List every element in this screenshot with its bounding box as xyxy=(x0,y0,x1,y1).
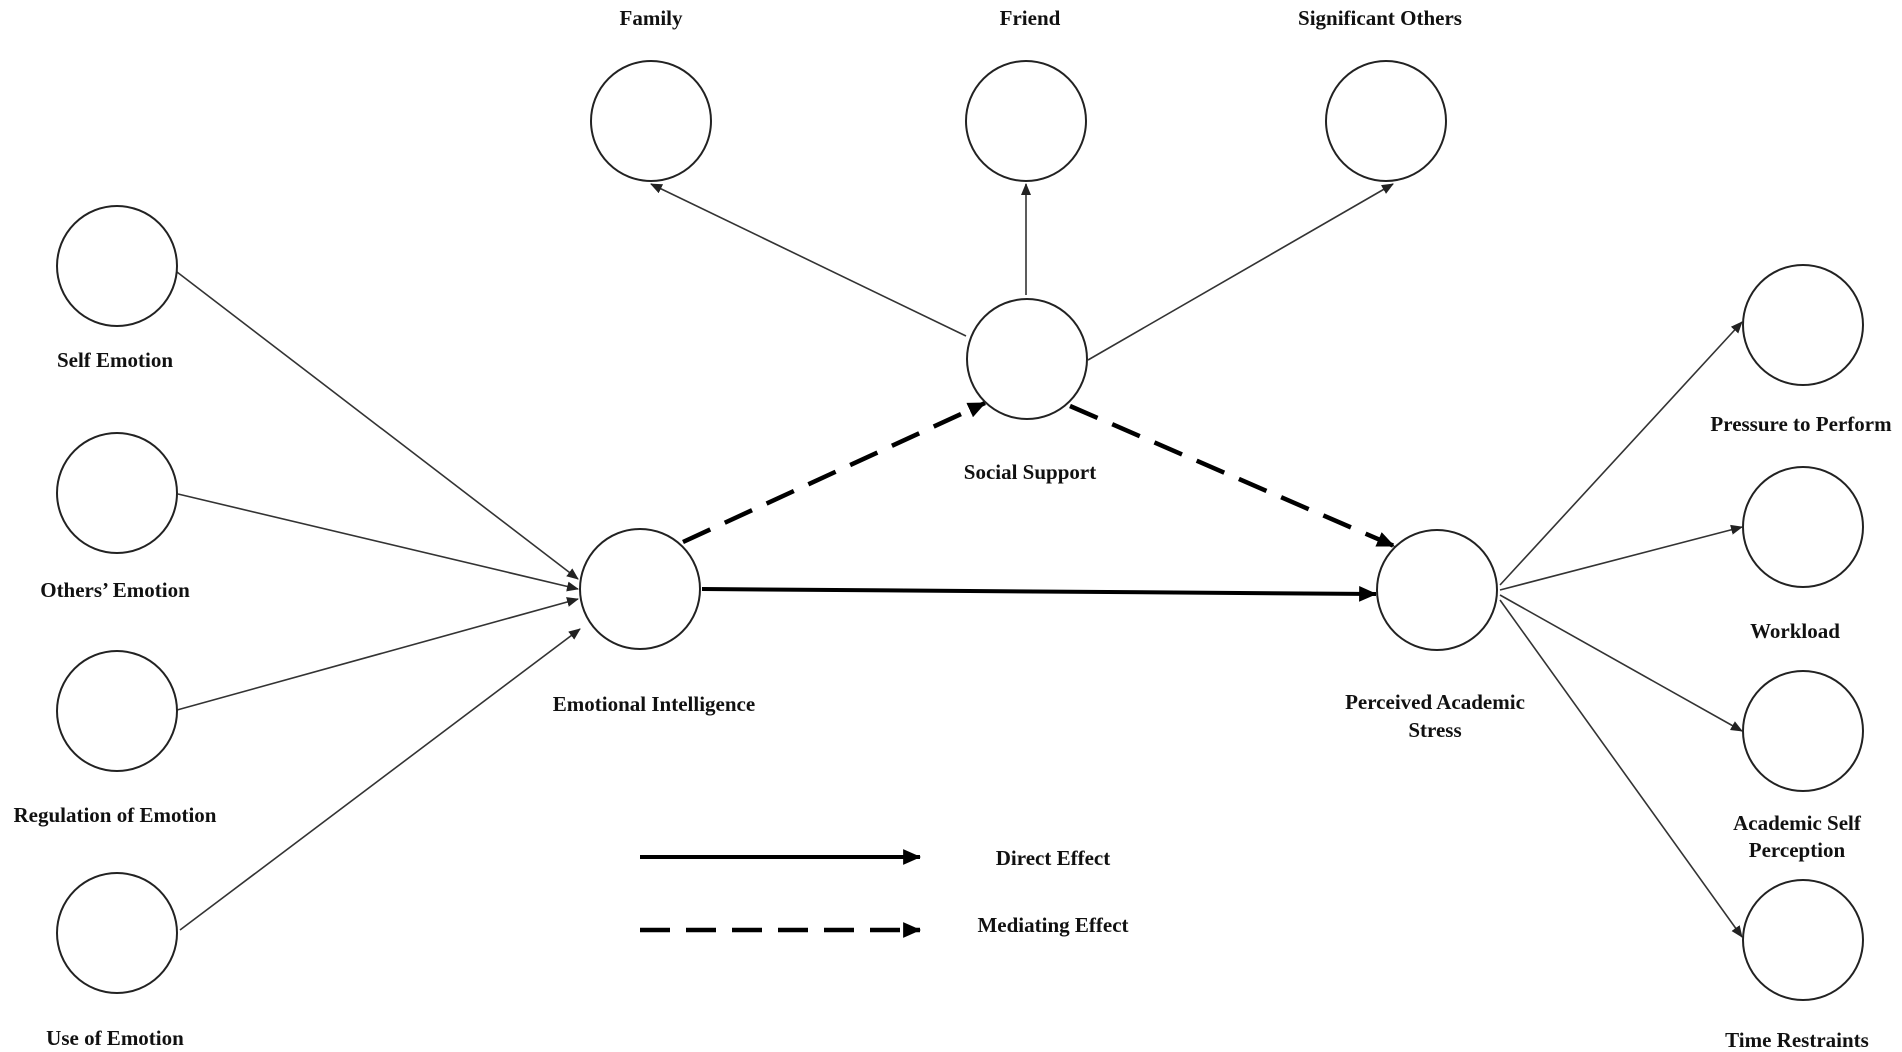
label-academic-self-perception-line2: Perception xyxy=(1749,838,1846,862)
node-workload xyxy=(1742,466,1864,588)
label-significant-others: Significant Others xyxy=(1298,6,1462,30)
label-workload: Workload xyxy=(1750,619,1840,643)
edge-stress-to-academic-self-perception xyxy=(1499,594,1743,732)
node-time-restraints xyxy=(1742,879,1864,1001)
label-friend: Friend xyxy=(1000,6,1061,30)
label-pressure-to-perform: Pressure to Perform xyxy=(1710,412,1892,436)
label-use-of-emotion: Use of Emotion xyxy=(46,1026,184,1050)
edge-use-of-emotion-to-ei xyxy=(179,628,581,931)
node-academic-self-perception xyxy=(1742,670,1864,792)
edge-mediating-ei-to-social-support xyxy=(682,400,987,545)
label-regulation-of-emotion: Regulation of Emotion xyxy=(13,803,216,827)
label-time-restraints: Time Restraints xyxy=(1725,1028,1869,1052)
edge-regulation-to-ei xyxy=(176,597,579,711)
edge-social-support-to-significant-others xyxy=(1087,183,1394,361)
edge-others-emotion-to-ei xyxy=(177,493,579,592)
edge-mediating-social-support-to-stress xyxy=(1069,403,1396,549)
node-pressure-to-perform xyxy=(1742,264,1864,386)
node-family xyxy=(590,60,712,182)
node-use-of-emotion xyxy=(56,872,178,994)
legend-mediating-effect-label: Mediating Effect xyxy=(977,913,1128,937)
edge-stress-to-workload xyxy=(1499,524,1743,591)
label-family: Family xyxy=(620,6,683,30)
label-perceived-academic-stress-line1: Perceived Academic xyxy=(1345,690,1525,714)
label-others-emotion: Others’ Emotion xyxy=(40,578,190,602)
edge-direct-effect-ei-to-stress xyxy=(701,586,1378,602)
node-perceived-academic-stress xyxy=(1376,529,1498,651)
label-emotional-intelligence: Emotional Intelligence xyxy=(553,692,755,716)
edge-stress-to-pressure xyxy=(1499,321,1743,586)
node-others-emotion xyxy=(56,432,178,554)
label-academic-self-perception-line1: Academic Self xyxy=(1733,811,1862,835)
node-emotional-intelligence xyxy=(579,528,701,650)
label-social-support: Social Support xyxy=(964,460,1096,484)
edge-social-support-to-family xyxy=(650,183,967,337)
legend: Direct Effect Mediating Effect xyxy=(640,846,1129,938)
edge-stress-to-time-restraints xyxy=(1499,599,1743,938)
node-friend xyxy=(965,60,1087,182)
node-regulation-of-emotion xyxy=(56,650,178,772)
node-self-emotion xyxy=(56,205,178,327)
label-perceived-academic-stress-line2: Stress xyxy=(1408,718,1461,742)
legend-direct-effect-label: Direct Effect xyxy=(996,846,1110,870)
node-significant-others xyxy=(1325,60,1447,182)
label-self-emotion: Self Emotion xyxy=(57,348,173,372)
edge-self-emotion-to-ei xyxy=(176,271,579,580)
node-social-support xyxy=(966,298,1088,420)
